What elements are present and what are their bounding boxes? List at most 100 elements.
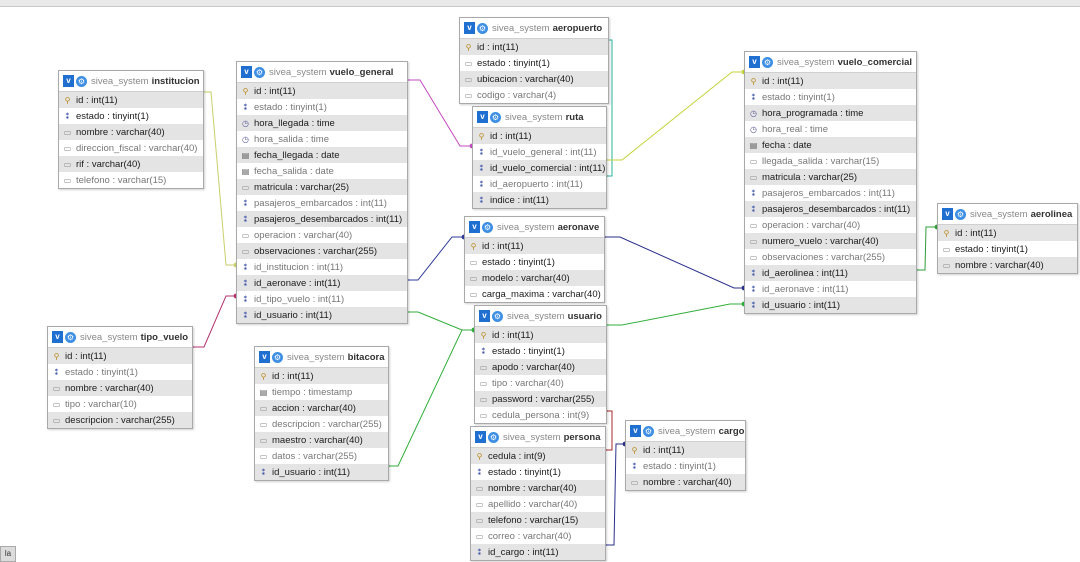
field-row[interactable]: ⁑id_vuelo_comercial : int(11): [473, 160, 606, 176]
field-row[interactable]: ⁑indice : int(11): [473, 192, 606, 208]
collapse-toggle-icon[interactable]: v: [63, 75, 74, 87]
gear-icon[interactable]: ⚙: [76, 75, 87, 87]
field-row[interactable]: ▭accion : varchar(40): [255, 400, 388, 416]
corner-tab[interactable]: la: [0, 546, 16, 562]
field-row[interactable]: ⁑id_aeronave : int(11): [237, 275, 407, 291]
field-row[interactable]: ▭password : varchar(255): [475, 391, 606, 407]
gear-icon[interactable]: ⚙: [482, 221, 493, 233]
field-row[interactable]: ⚲id : int(11): [626, 442, 745, 458]
field-row[interactable]: ▭maestro : varchar(40): [255, 432, 388, 448]
field-row[interactable]: ⁑pasajeros_desembarcados : int(11): [237, 211, 407, 227]
gear-icon[interactable]: ⚙: [762, 56, 773, 68]
field-row[interactable]: ⁑id_vuelo_general : int(11): [473, 144, 606, 160]
collapse-toggle-icon[interactable]: v: [749, 56, 760, 68]
field-row[interactable]: ⁑pasajeros_embarcados : int(11): [237, 195, 407, 211]
field-row[interactable]: ▭observaciones : varchar(255): [745, 249, 916, 265]
gear-icon[interactable]: ⚙: [488, 431, 499, 443]
field-row[interactable]: ⁑id_tipo_vuelo : int(11): [237, 291, 407, 307]
field-row[interactable]: ▭tipo : varchar(40): [475, 375, 606, 391]
collapse-toggle-icon[interactable]: v: [464, 22, 475, 34]
field-row[interactable]: ⁑estado : tinyint(1): [475, 343, 606, 359]
collapse-toggle-icon[interactable]: v: [475, 431, 486, 443]
gear-icon[interactable]: ⚙: [955, 208, 966, 220]
field-row[interactable]: ▭apellido : varchar(40): [471, 496, 605, 512]
field-row[interactable]: ▭telefono : varchar(15): [471, 512, 605, 528]
gear-icon[interactable]: ⚙: [490, 111, 501, 123]
field-row[interactable]: ⚲cedula : int(9): [471, 448, 605, 464]
field-row[interactable]: ▭correo : varchar(40): [471, 528, 605, 544]
field-row[interactable]: ⁑estado : tinyint(1): [48, 364, 192, 380]
field-row[interactable]: ▭operacion : varchar(40): [237, 227, 407, 243]
field-row[interactable]: ⁑estado : tinyint(1): [471, 464, 605, 480]
field-row[interactable]: ▭nombre : varchar(40): [471, 480, 605, 496]
collapse-toggle-icon[interactable]: v: [479, 310, 490, 322]
field-row[interactable]: ▭observaciones : varchar(255): [237, 243, 407, 259]
field-row[interactable]: ▭nombre : varchar(40): [938, 257, 1077, 273]
field-row[interactable]: ◷hora_llegada : time: [237, 115, 407, 131]
field-row[interactable]: ◷hora_programada : time: [745, 105, 916, 121]
field-row[interactable]: ▤fecha : date: [745, 137, 916, 153]
field-row[interactable]: ⚲id : int(11): [465, 238, 604, 254]
collapse-toggle-icon[interactable]: v: [477, 111, 488, 123]
field-row[interactable]: ◷hora_salida : time: [237, 131, 407, 147]
gear-icon[interactable]: ⚙: [272, 351, 283, 363]
gear-icon[interactable]: ⚙: [492, 310, 503, 322]
field-row[interactable]: ◷hora_real : time: [745, 121, 916, 137]
collapse-toggle-icon[interactable]: v: [52, 331, 63, 343]
field-row[interactable]: ▭modelo : varchar(40): [465, 270, 604, 286]
field-row[interactable]: ▭nombre : varchar(40): [626, 474, 745, 490]
field-row[interactable]: ▤tiempo : timestamp: [255, 384, 388, 400]
field-row[interactable]: ▭rif : varchar(40): [59, 156, 203, 172]
field-row[interactable]: ▭tipo : varchar(10): [48, 396, 192, 412]
field-row[interactable]: ⁑estado : tinyint(1): [237, 99, 407, 115]
field-row[interactable]: ▭matricula : varchar(25): [745, 169, 916, 185]
field-row[interactable]: ▭numero_vuelo : varchar(40): [745, 233, 916, 249]
field-row[interactable]: ▭datos : varchar(255): [255, 448, 388, 464]
collapse-toggle-icon[interactable]: v: [259, 351, 270, 363]
field-row[interactable]: ▭estado : tinyint(1): [938, 241, 1077, 257]
field-row[interactable]: ▭matricula : varchar(25): [237, 179, 407, 195]
field-row[interactable]: ⚲id : int(11): [473, 128, 606, 144]
field-row[interactable]: ⁑estado : tinyint(1): [59, 108, 203, 124]
field-row[interactable]: ▤fecha_llegada : date: [237, 147, 407, 163]
field-row[interactable]: ⚲id : int(11): [237, 83, 407, 99]
field-row[interactable]: ▭operacion : varchar(40): [745, 217, 916, 233]
field-row[interactable]: ▭ubicacion : varchar(40): [460, 71, 608, 87]
gear-icon[interactable]: ⚙: [65, 331, 76, 343]
field-row[interactable]: ▭nombre : varchar(40): [59, 124, 203, 140]
field-row[interactable]: ⚲id : int(11): [745, 73, 916, 89]
field-row[interactable]: ▭nombre : varchar(40): [48, 380, 192, 396]
field-row[interactable]: ⁑pasajeros_desembarcados : int(11): [745, 201, 916, 217]
gear-icon[interactable]: ⚙: [254, 66, 265, 78]
field-row[interactable]: ⁑id_aeropuerto : int(11): [473, 176, 606, 192]
field-row[interactable]: ▭estado : tinyint(1): [460, 55, 608, 71]
field-row[interactable]: ▭codigo : varchar(4): [460, 87, 608, 103]
field-row[interactable]: ⚲id : int(11): [938, 225, 1077, 241]
field-row[interactable]: ▭cedula_persona : int(9): [475, 407, 606, 423]
field-row[interactable]: ⁑id_cargo : int(11): [471, 544, 605, 560]
field-row[interactable]: ▭descripcion : varchar(255): [255, 416, 388, 432]
field-row[interactable]: ▭descripcion : varchar(255): [48, 412, 192, 428]
field-row[interactable]: ⁑id_usuario : int(11): [237, 307, 407, 323]
gear-icon[interactable]: ⚙: [643, 425, 654, 437]
field-row[interactable]: ⁑pasajeros_embarcados : int(11): [745, 185, 916, 201]
field-row[interactable]: ▭llegada_salida : varchar(15): [745, 153, 916, 169]
